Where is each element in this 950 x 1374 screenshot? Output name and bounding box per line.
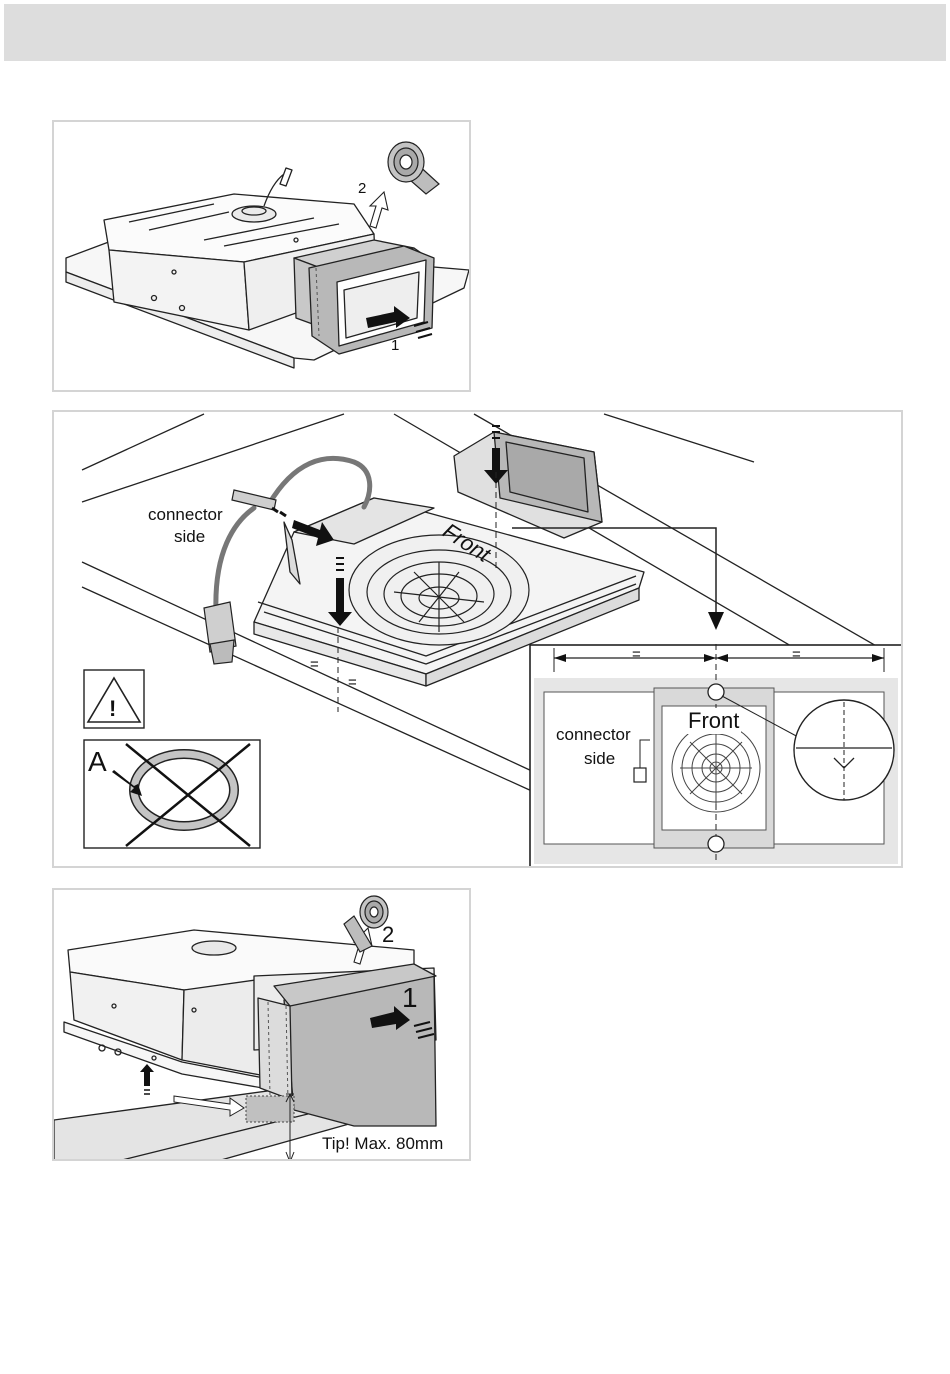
equal-mark-2: =	[348, 674, 357, 691]
warning-icon: !	[109, 696, 116, 722]
step1-callout-1: 1	[391, 337, 399, 354]
step3-callout-2: 2	[382, 922, 394, 948]
connector-side-label-line1: connector	[148, 504, 223, 526]
inset-equal-left: =	[632, 646, 641, 663]
tip-max-height-note: Tip! Max. 80mm	[322, 1134, 443, 1154]
step1-illustration: 2 1	[52, 120, 471, 392]
inset-equal-right: =	[792, 646, 801, 663]
inset-connector-label-line1: connector	[556, 724, 631, 746]
step3-illustration: 2 1 Tip! Max. 80mm	[52, 888, 471, 1161]
inset-connector-label-line2: side	[584, 748, 615, 770]
equal-mark-1: =	[310, 656, 319, 673]
step1-callout-2: 2	[358, 180, 366, 197]
step3-drawing	[54, 890, 471, 1161]
step2-drawing	[54, 412, 903, 868]
header-bar	[4, 4, 946, 61]
connector-side-label-line2: side	[174, 526, 205, 548]
inset-front-label: Front	[686, 708, 741, 734]
forbidden-ring-label: A	[88, 746, 107, 778]
step2-illustration: connector side Front = = ! A = = Front c…	[52, 410, 903, 868]
step1-drawing	[54, 122, 471, 392]
step3-callout-1: 1	[402, 982, 418, 1014]
